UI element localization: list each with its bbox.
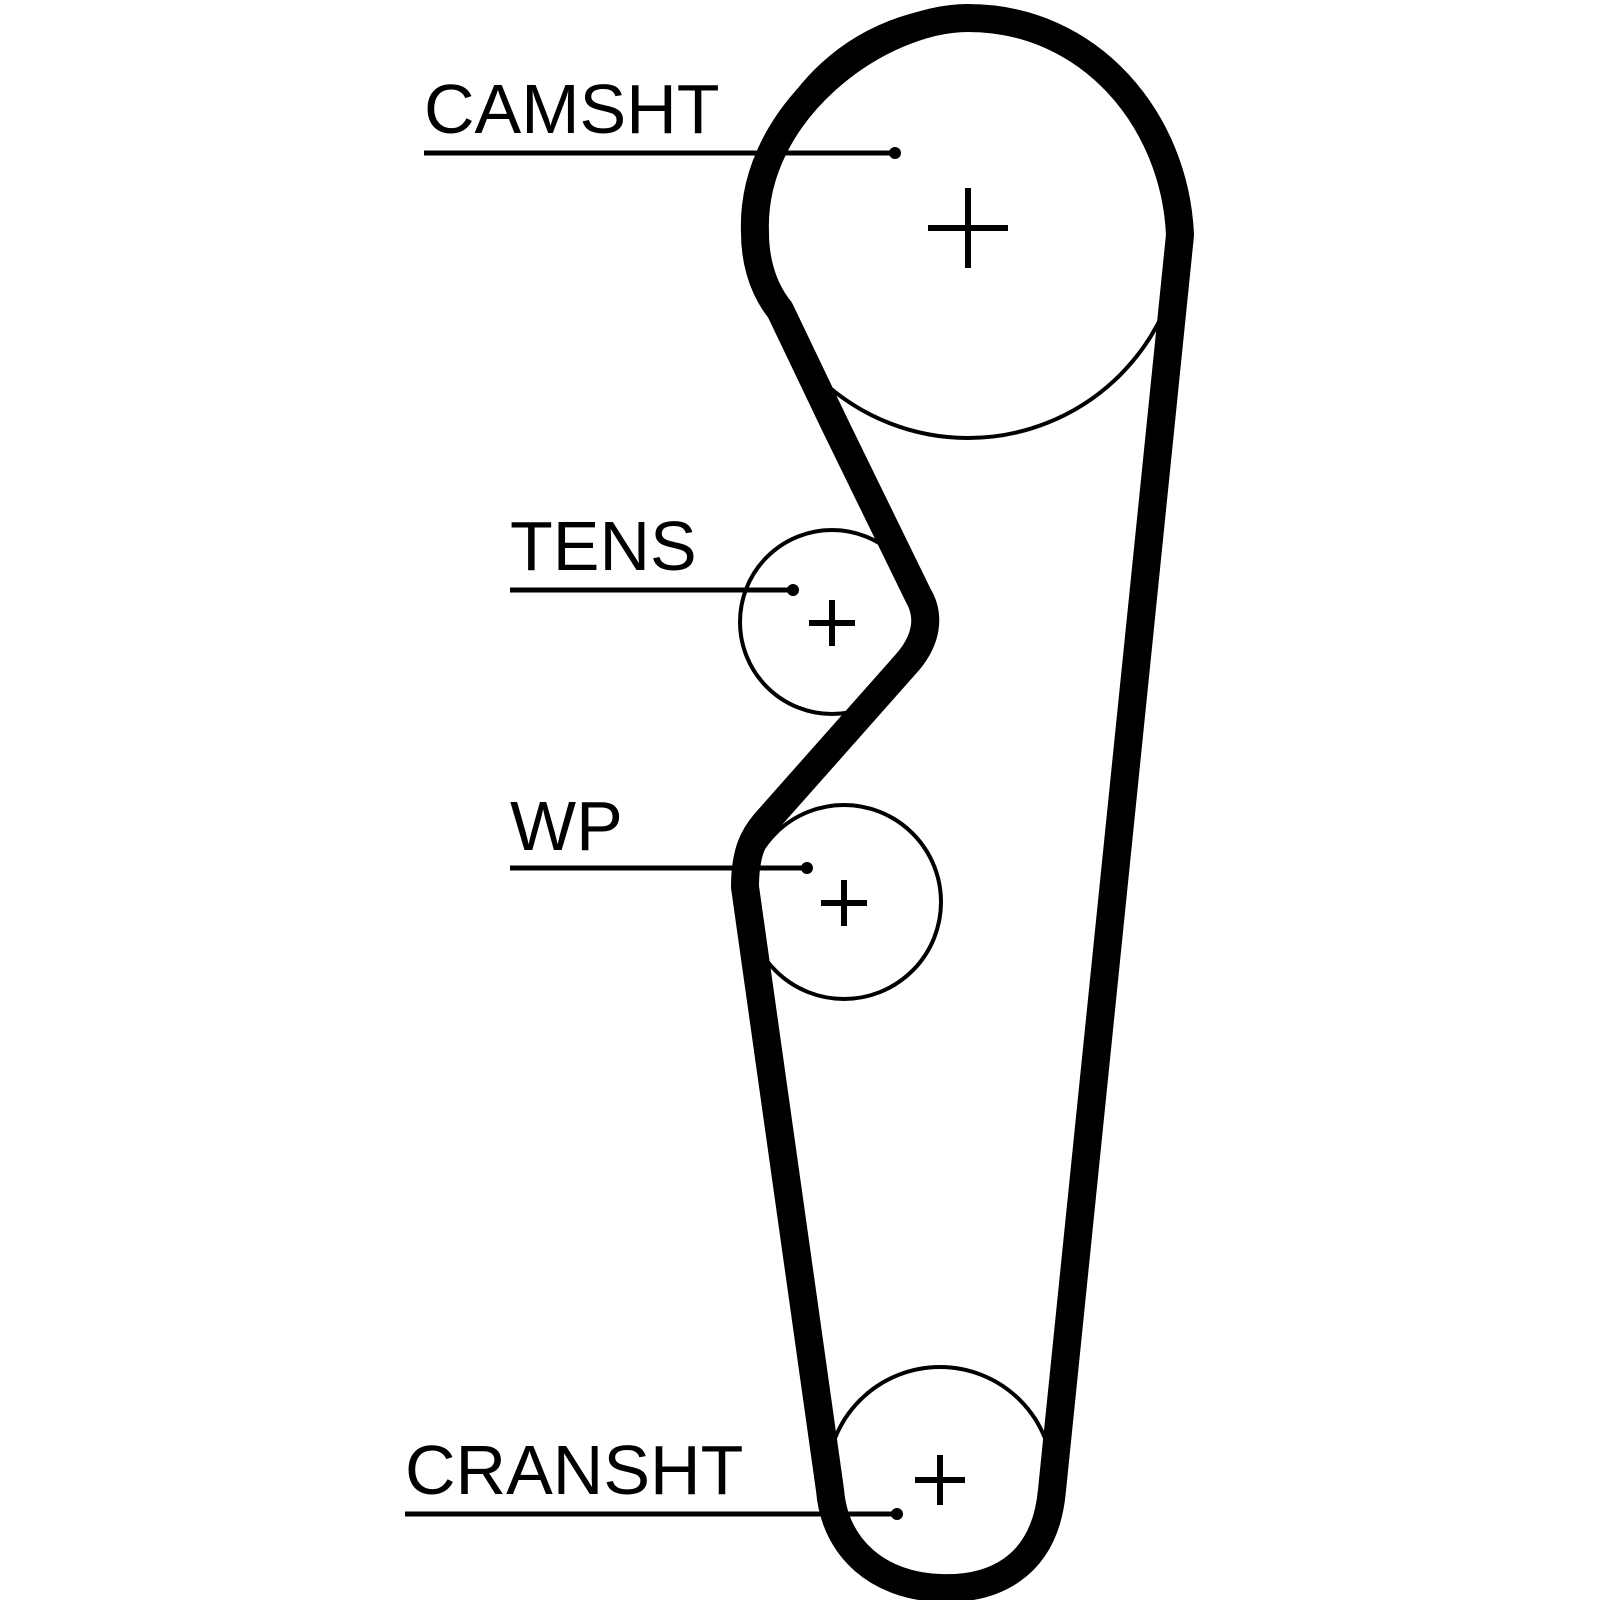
- camshaft-label: CAMSHT: [424, 70, 720, 148]
- water-pump-label: WP: [510, 787, 623, 865]
- water-pump-center-mark: [821, 880, 867, 926]
- tensioner-label: TENS: [510, 507, 697, 585]
- crankshaft-label: CRANSHT: [405, 1431, 743, 1509]
- timing-belt: [731, 4, 1194, 1600]
- camshaft-leader-dot: [889, 147, 901, 159]
- water-pump-leader-dot: [801, 862, 813, 874]
- tensioner-leader-dot: [787, 584, 799, 596]
- tensioner-center-mark: [809, 600, 855, 646]
- camshaft-center-mark: [928, 188, 1008, 268]
- crankshaft-leader-dot: [891, 1508, 903, 1520]
- crankshaft-center-mark: [915, 1455, 965, 1505]
